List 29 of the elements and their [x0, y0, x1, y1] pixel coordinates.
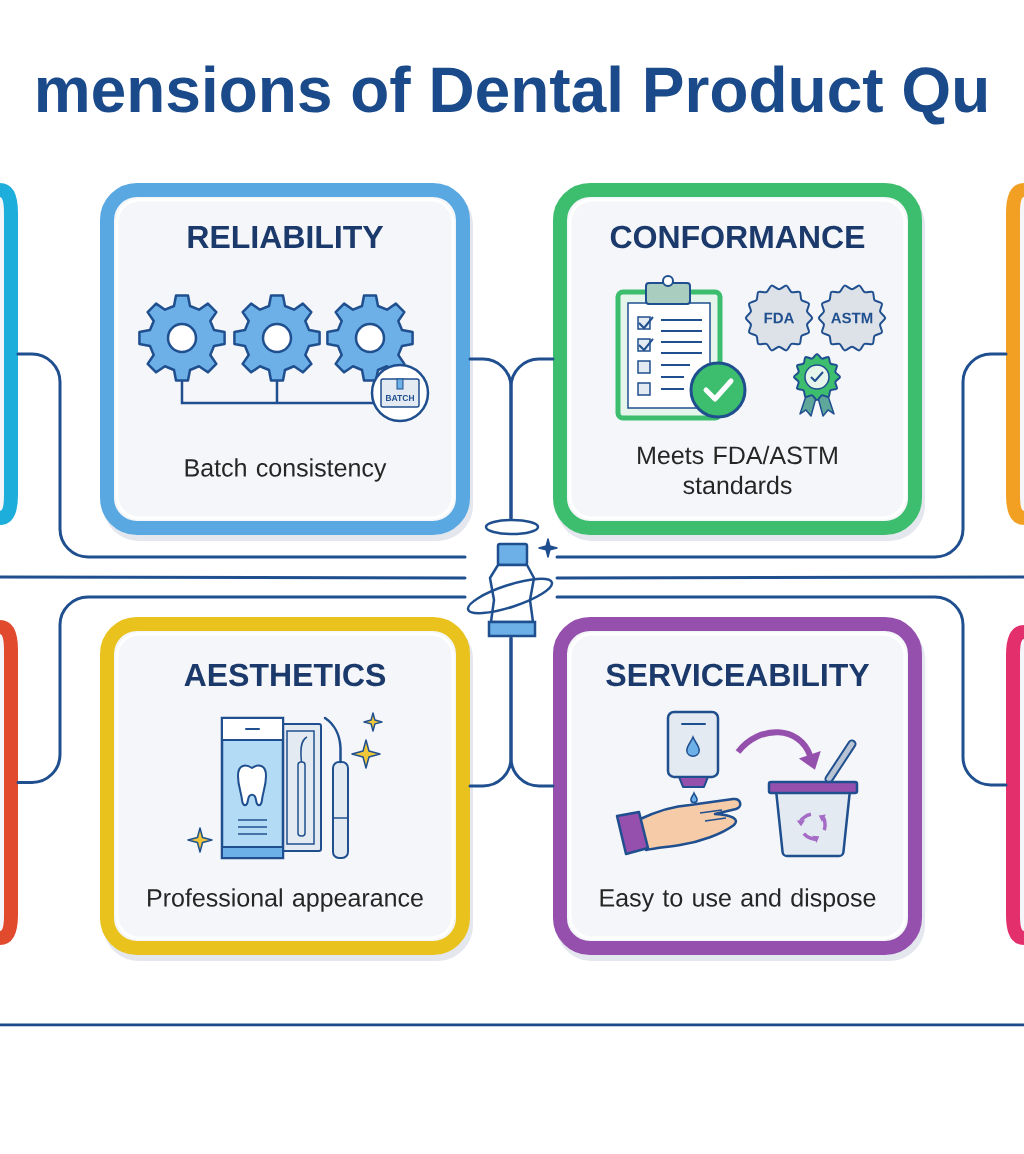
- connector-line: [555, 575, 1024, 580]
- heading: AESTHETICS: [184, 663, 386, 687]
- cropped-card: [1006, 183, 1024, 525]
- cropped-card: [0, 620, 18, 945]
- toothpaste-tube-icon: [466, 518, 558, 638]
- badge-text: BATCH: [386, 395, 414, 401]
- cropped-card: [0, 183, 18, 525]
- description: Batch consistency: [185, 458, 387, 482]
- card: [100, 617, 473, 961]
- connector-line: [509, 636, 555, 788]
- description: Professional appearance: [148, 888, 423, 912]
- connector-line: [509, 357, 555, 520]
- connector-line: [555, 352, 1008, 559]
- cropped-card: [1006, 625, 1024, 945]
- card: [553, 617, 925, 961]
- heading: SERVICEABILITY: [606, 663, 870, 687]
- description: Meets FDA/ASTM standards: [638, 445, 837, 495]
- badge-text: FDA: [764, 312, 794, 324]
- description: Easy to use and dispose: [600, 888, 876, 912]
- heading: CONFORMANCE: [610, 225, 865, 249]
- connector-line: [16, 595, 467, 784]
- connector-line: [16, 352, 467, 559]
- title: mensions of Dental Product Qu: [37, 65, 987, 125]
- card: [553, 183, 925, 541]
- heading: RELIABILITY: [188, 226, 384, 248]
- connector-line: [0, 575, 467, 580]
- connector-line: [555, 595, 1008, 787]
- card: [100, 183, 473, 541]
- badge-text: ASTM: [831, 312, 873, 324]
